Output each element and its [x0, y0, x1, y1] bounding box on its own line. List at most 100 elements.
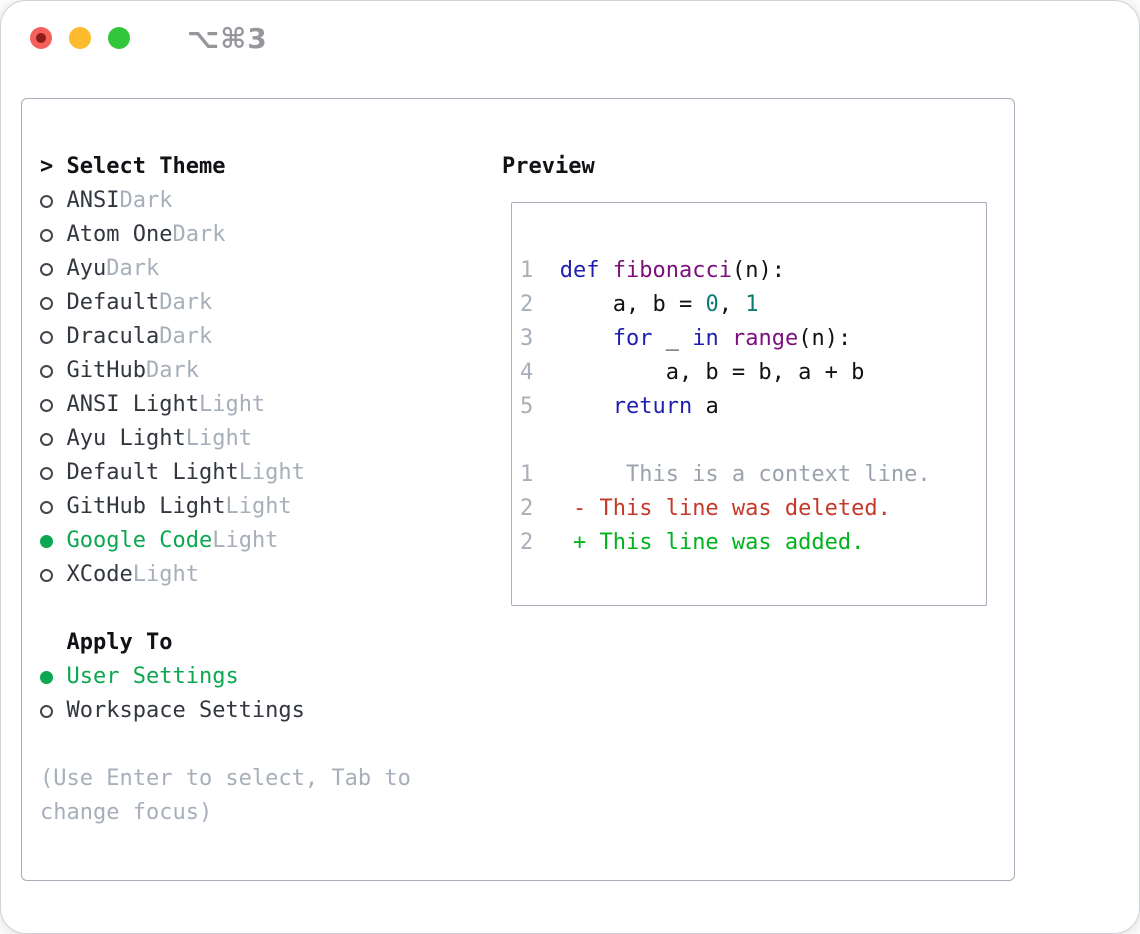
diff-line: 1 This is a context line.	[520, 458, 986, 492]
maximize-button[interactable]	[108, 27, 130, 49]
bullet-cell	[40, 534, 67, 548]
theme-option[interactable]: ANSI Dark	[40, 184, 460, 218]
spacer	[520, 424, 986, 458]
option-label: Google Code	[66, 528, 213, 553]
radio-icon	[40, 500, 53, 514]
radio-icon	[40, 364, 53, 378]
code-line: 5 return a	[520, 390, 986, 424]
bullet-cell	[40, 568, 67, 582]
option-variant: Light	[238, 460, 305, 485]
apply-to-header: Apply To	[40, 626, 460, 660]
apply-to-option[interactable]: Workspace Settings	[40, 694, 460, 728]
option-variant: Light	[212, 528, 279, 553]
radio-icon	[40, 568, 53, 582]
theme-option[interactable]: XCode Light	[40, 558, 460, 592]
bullet-cell	[40, 500, 67, 514]
bullet-cell	[40, 398, 67, 412]
theme-option[interactable]: Ayu Light Light	[40, 422, 460, 456]
bullet-cell	[40, 194, 67, 208]
option-label: XCode	[66, 562, 133, 587]
line-number: 4	[520, 360, 534, 385]
radio-selected-icon	[40, 534, 53, 548]
radio-icon	[40, 262, 53, 276]
option-variant: Dark	[119, 188, 173, 213]
option-variant: Dark	[145, 358, 199, 383]
line-number: 2	[520, 292, 534, 317]
line-number: 5	[520, 394, 534, 419]
theme-option[interactable]: Dracula Dark	[40, 320, 460, 354]
option-variant: Light	[198, 392, 266, 417]
theme-option[interactable]: Ayu Dark	[40, 252, 460, 286]
option-label: Default	[66, 290, 160, 315]
line-content: - This line was deleted.	[572, 496, 891, 521]
bullet-cell	[40, 364, 67, 378]
radio-icon	[40, 432, 53, 446]
option-variant: Light	[132, 562, 199, 587]
line-number: 3	[520, 326, 534, 351]
select-theme-header: > Select Theme	[40, 150, 460, 184]
diff-line: 2 + This line was added.	[520, 526, 986, 560]
radio-icon	[40, 330, 53, 344]
theme-option[interactable]: Default Dark	[40, 286, 460, 320]
radio-icon	[40, 296, 53, 310]
line-number: 1	[520, 462, 534, 487]
bullet-cell	[40, 330, 67, 344]
line-content: This is a context line.	[559, 462, 931, 487]
option-label: Dracula	[66, 324, 160, 349]
option-label: GitHub	[66, 358, 146, 383]
close-button[interactable]	[30, 27, 52, 49]
line-content: for _ in range(n):	[612, 326, 852, 351]
window-titlebar: ⌥⌘3	[1, 1, 1139, 75]
option-label: Workspace Settings	[66, 698, 305, 723]
line-content: a, b = b, a + b	[559, 360, 865, 385]
option-variant: Dark	[159, 324, 213, 349]
select-theme-label: Select Theme	[66, 154, 226, 179]
preview-title: Preview	[502, 154, 595, 179]
cursor-indicator: >	[40, 154, 54, 179]
theme-option[interactable]: Atom One Dark	[40, 218, 460, 252]
radio-selected-icon	[40, 670, 53, 684]
bullet-cell	[40, 704, 67, 718]
radio-icon	[40, 704, 53, 718]
spacer	[40, 592, 460, 626]
radio-icon	[40, 194, 53, 208]
theme-option[interactable]: Google Code Light	[40, 524, 460, 558]
diff-preview: 1 This is a context line.2 - This line w…	[520, 458, 986, 560]
option-label: Ayu	[66, 256, 107, 281]
theme-option[interactable]: GitHub Dark	[40, 354, 460, 388]
spacer	[40, 728, 460, 762]
minimize-button[interactable]	[69, 27, 91, 49]
line-content: return a	[612, 394, 719, 419]
option-label: Ayu Light	[66, 426, 186, 451]
theme-option[interactable]: GitHub Light Light	[40, 490, 460, 524]
option-label: Atom One	[66, 222, 173, 247]
option-label: GitHub Light	[66, 494, 226, 519]
bullet-cell	[40, 296, 67, 310]
theme-option[interactable]: ANSI Light Light	[40, 388, 460, 422]
line-number: 2	[520, 496, 534, 521]
bullet-cell	[40, 670, 67, 684]
option-variant: Dark	[106, 256, 160, 281]
line-content: + This line was added.	[572, 530, 865, 555]
help-text: (Use Enter to select, Tab to change focu…	[40, 766, 411, 825]
bullet-cell	[40, 262, 67, 276]
option-label: ANSI	[66, 188, 120, 213]
bullet-cell	[40, 466, 67, 480]
apply-to-option[interactable]: User Settings	[40, 660, 460, 694]
option-variant: Light	[185, 426, 252, 451]
line-content: def fibonacci(n):	[559, 258, 785, 283]
diff-line: 2 - This line was deleted.	[520, 492, 986, 526]
theme-option[interactable]: Default Light Light	[40, 456, 460, 490]
option-label: Default Light	[66, 460, 239, 485]
radio-icon	[40, 398, 53, 412]
apply-to-label: Apply To	[66, 630, 173, 655]
code-line: 2 a, b = 0, 1	[520, 288, 986, 322]
radio-icon	[40, 228, 53, 242]
